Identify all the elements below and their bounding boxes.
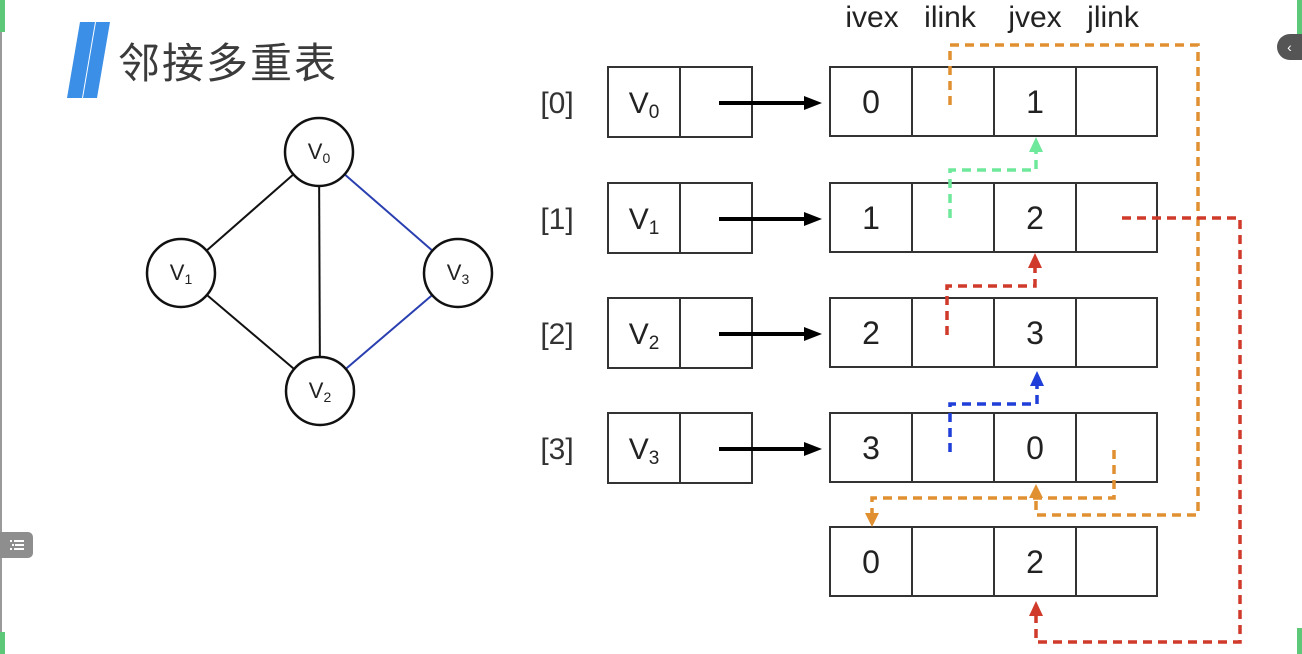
arrowhead-icon (804, 96, 822, 110)
graph-node-label: V1 (170, 260, 193, 287)
graph-node-label: V2 (309, 378, 332, 405)
vertex-row: [0] V0 (540, 66, 822, 138)
edge-field-jvex: 0 (1026, 430, 1044, 466)
orange-arrowhead (865, 513, 879, 527)
edge-field-ivex: 3 (862, 430, 880, 466)
edge-field-ivex: 2 (862, 315, 880, 351)
graph-node-v3: V3 (422, 237, 494, 309)
column-header-ilink: ilink (924, 1, 977, 34)
table-of-contents-button[interactable] (0, 532, 33, 558)
progress-marker (1297, 0, 1302, 34)
vertex-row: [3] V3 (540, 412, 822, 484)
collapse-panel-button[interactable]: ‹ (1277, 34, 1302, 60)
vertex-data: V1 (629, 203, 660, 239)
arrowhead-icon (804, 327, 822, 341)
graph-node-v2: V2 (284, 355, 356, 427)
graph-edge-v0-v1 (205, 173, 295, 252)
red-arrowhead (1029, 601, 1043, 616)
graph-edge-v1-v2 (206, 294, 295, 370)
edge-field-jvex: 2 (1026, 544, 1044, 580)
vertex-data: V3 (629, 433, 660, 469)
vertex-index: [0] (540, 87, 573, 120)
page-title: 邻接多重表 (118, 39, 339, 88)
orange-arrowhead (1029, 484, 1043, 498)
left-edge-border (0, 0, 2, 654)
green-arrowhead (1029, 137, 1043, 152)
column-headers: ivex ilink jvex jlink (845, 1, 1140, 34)
vertex-index: [3] (540, 433, 573, 466)
graph-node-v0: V0 (283, 116, 355, 188)
graph-edge-v0-v2 (318, 185, 321, 358)
graph-edge-v0-v3 (343, 173, 434, 252)
vertex-index: [2] (540, 318, 573, 351)
vertex-data: V2 (629, 318, 660, 354)
edge-field-ivex: 0 (862, 544, 880, 580)
link-arrows (865, 43, 1242, 644)
edge-field-jvex: 1 (1026, 84, 1044, 120)
edge-field-jvex: 3 (1026, 315, 1044, 351)
orange-link-e3-to-e4 (870, 450, 1116, 513)
blue-link-e3-to-e2 (948, 386, 1039, 452)
progress-marker (1297, 628, 1302, 654)
column-header-ivex: ivex (845, 1, 898, 34)
arrowhead-icon (804, 442, 822, 456)
vertex-data: V0 (629, 87, 660, 123)
red-link-e2-to-e1 (945, 268, 1037, 335)
green-link-e1-to-e0 (948, 152, 1038, 218)
progress-marker (0, 0, 5, 32)
list-icon (10, 540, 24, 550)
blue-arrowhead (1030, 371, 1044, 386)
title-accent-icon (67, 22, 110, 98)
graph-edge-v3-v2 (345, 294, 433, 370)
edge-field-ivex: 0 (862, 84, 880, 120)
orange-link-e0-to-e3 (948, 43, 1200, 517)
graph-node-v1: V1 (145, 237, 217, 309)
column-header-jlink: jlink (1086, 1, 1140, 34)
vertex-row: [2] V2 (540, 297, 822, 369)
edge-field-jvex: 2 (1026, 200, 1044, 236)
column-header-jvex: jvex (1007, 1, 1061, 34)
vertex-table: [0] V0 [1] V1 [2] V2 [3] V3 (540, 66, 822, 484)
graph-edges (205, 173, 434, 370)
vertex-row: [1] V1 (540, 182, 822, 254)
graph-node-label: V0 (308, 139, 331, 166)
arrowhead-icon (804, 212, 822, 226)
vertex-index: [1] (540, 203, 573, 236)
graph-node-label: V3 (447, 260, 470, 287)
progress-marker (0, 632, 5, 654)
red-link-e1-to-e4 (1034, 216, 1242, 644)
red-arrowhead (1028, 253, 1042, 268)
edge-field-ivex: 1 (862, 200, 880, 236)
chevron-left-icon: ‹ (1287, 39, 1292, 55)
